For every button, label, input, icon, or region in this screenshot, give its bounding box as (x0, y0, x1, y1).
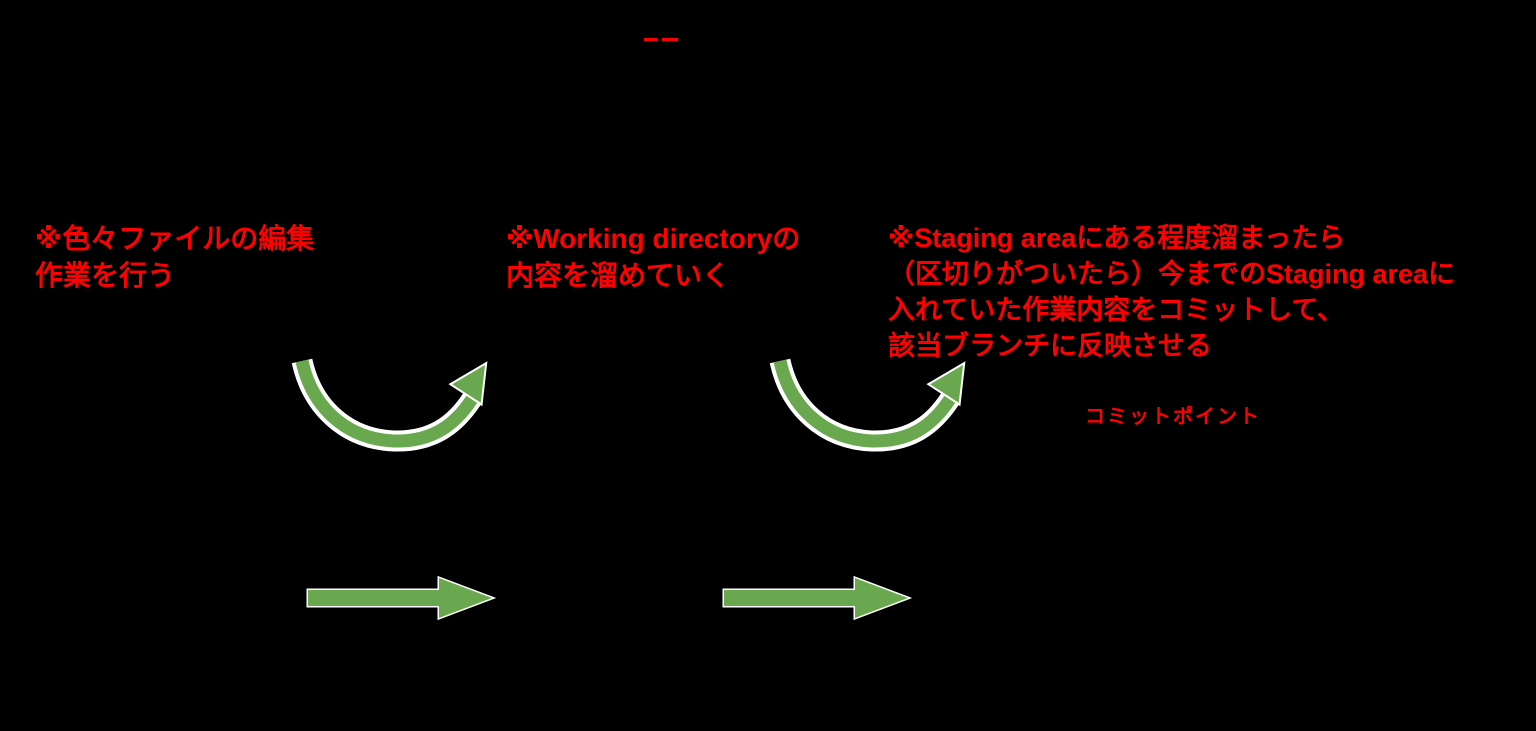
curved-up-arrow-right (769, 358, 966, 452)
staging-note: ※Working directoryの 内容を溜めていく (506, 220, 800, 294)
edit-files-note: ※色々ファイルの編集 作業を行う (35, 220, 314, 294)
note-line: 内容を溜めていく (506, 260, 731, 291)
note-line: 入れていた作業内容をコミットして、 (888, 295, 1345, 325)
red-dash-mark (662, 38, 678, 41)
red-dash-mark (644, 38, 657, 41)
note-line: 作業を行う (35, 260, 176, 291)
note-line: （区切りがついたら）今までのStaging areaに (888, 259, 1456, 289)
curved-up-arrow-left (291, 358, 488, 452)
note-line: ※Working directoryの (506, 223, 801, 254)
note-line: 該当ブランチに反映させる (888, 331, 1212, 361)
right-arrow-left (306, 575, 497, 621)
commit-point-label: コミットポイント (1085, 406, 1261, 428)
note-line: ※色々ファイルの編集 (35, 223, 315, 254)
note-line: ※Staging areaにある程度溜まったら (888, 223, 1346, 253)
right-arrow-right (722, 575, 913, 621)
commit-note: ※Staging areaにある程度溜まったら （区切りがついたら）今までのSt… (888, 220, 1455, 364)
